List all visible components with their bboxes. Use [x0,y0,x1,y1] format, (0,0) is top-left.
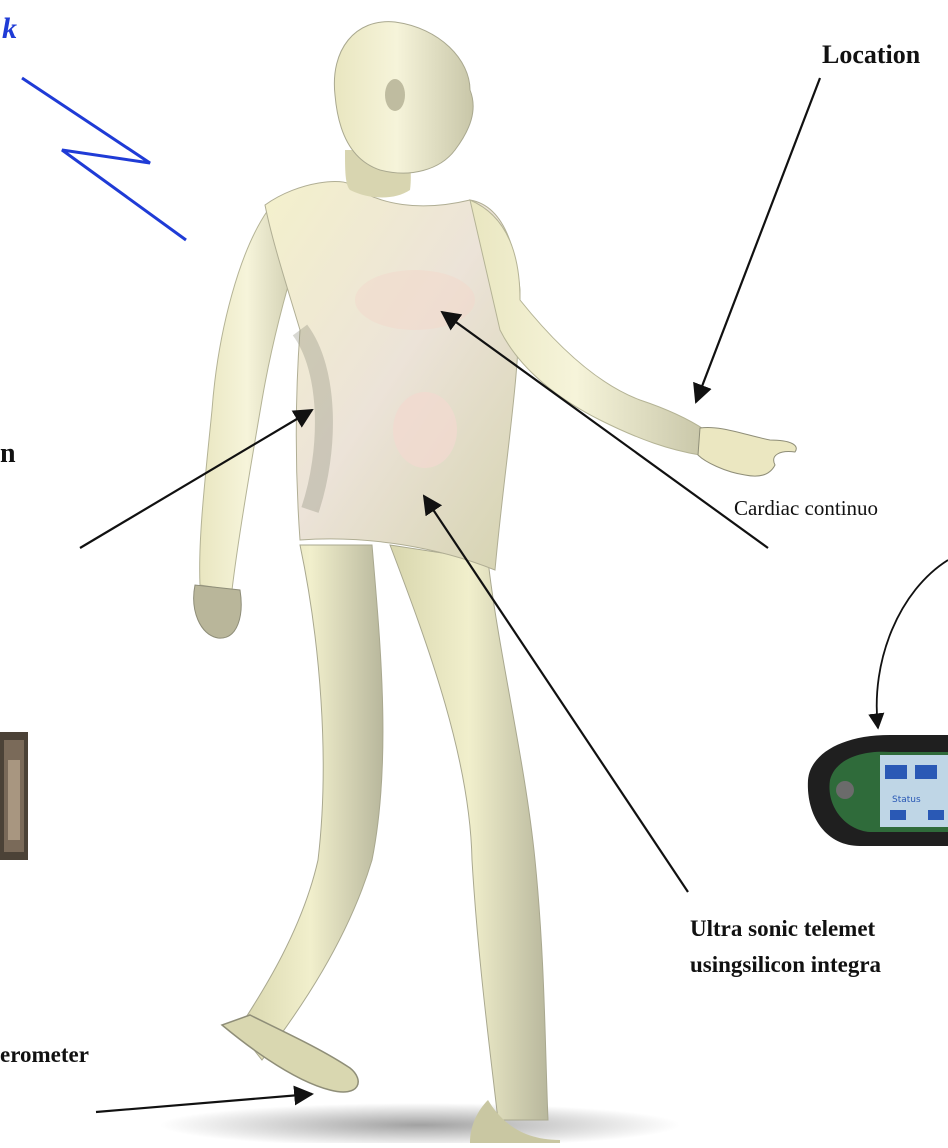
arrow-location [696,78,820,402]
location-label: Location [822,40,920,70]
sensor-device-photo: Status [808,735,948,846]
ultrasonic-label-line1: Ultra sonic telemet [690,916,875,942]
cardiac-label: Cardiac continuo [734,496,878,521]
left-partial-label: n [0,438,16,470]
accelerometer-partial-label: erometer [0,1042,89,1068]
wireless-signal-icon [22,78,186,240]
device-screen-text: Status [892,795,921,805]
left-partial-photo [0,732,28,860]
top-left-partial-label: k [2,12,17,46]
ultrasonic-label-line2: usingsilicon integra [690,952,881,978]
floor-shadow [160,1103,680,1143]
arrow-left-sensor [80,410,312,548]
arrow-device [877,560,948,728]
